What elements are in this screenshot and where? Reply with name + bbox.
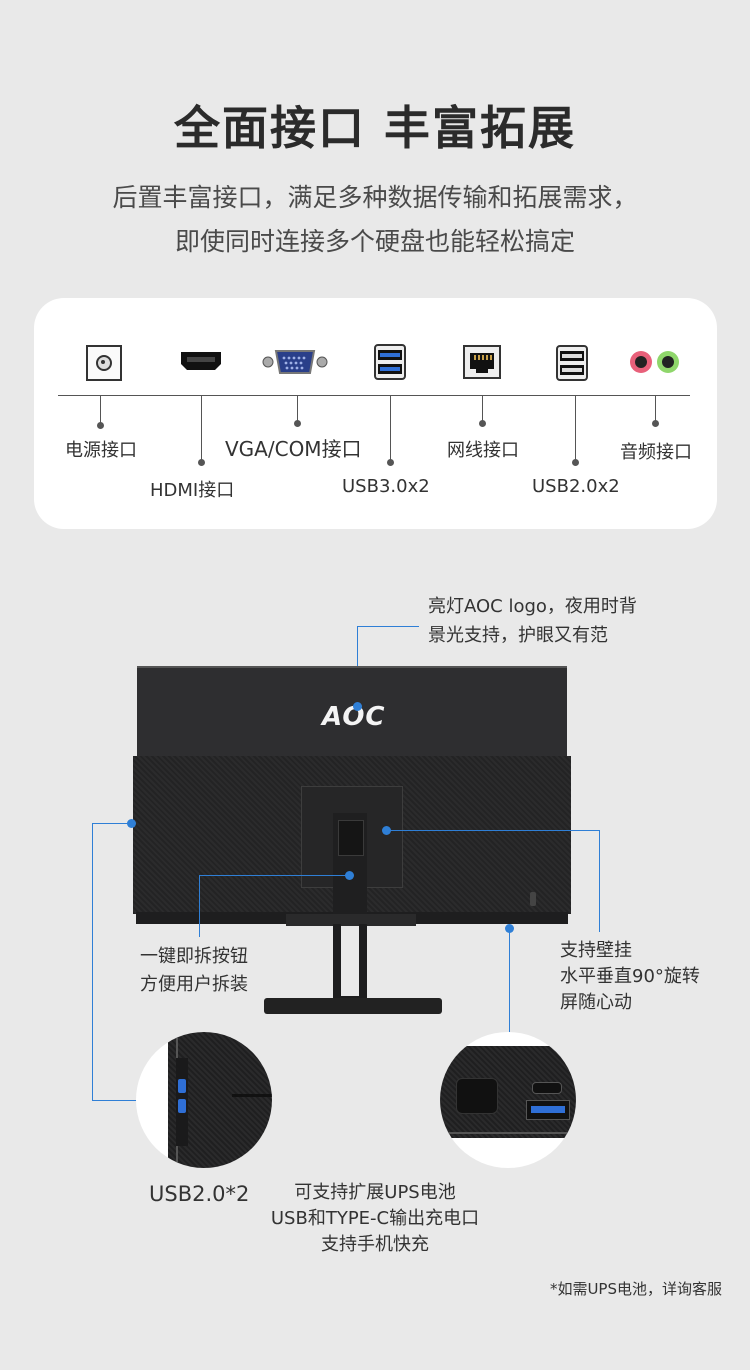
ports-divider bbox=[58, 395, 690, 396]
logo-callout-dot bbox=[353, 702, 362, 711]
side-usb-callout-dot bbox=[127, 819, 136, 828]
port-label-vga: VGA/COM接口 bbox=[225, 437, 362, 461]
usb3-leader bbox=[390, 395, 391, 463]
audio-port-icon bbox=[630, 351, 679, 373]
power-port-icon bbox=[86, 345, 122, 381]
audio-leader-dot bbox=[652, 420, 659, 427]
side-usb-label: USB2.0*2 bbox=[149, 1182, 250, 1206]
ups-callout-line-3: 支持手机快充 bbox=[321, 1234, 429, 1255]
stand-leg-left bbox=[333, 924, 341, 1002]
stand-leg-right bbox=[359, 924, 367, 1002]
stand-hinge bbox=[338, 820, 364, 856]
button-callout-line-1: 一键即拆按钮 bbox=[140, 946, 248, 967]
ups-usb-port bbox=[526, 1100, 570, 1120]
side-usb-leader-v bbox=[92, 823, 93, 1101]
mount-callout-line-3: 屏随心动 bbox=[560, 992, 632, 1013]
side-usb-leader-bottom bbox=[92, 1100, 138, 1101]
ethernet-leader bbox=[482, 395, 483, 423]
mount-callout-leader-v bbox=[599, 830, 600, 932]
hdmi-leader bbox=[201, 395, 202, 463]
button-callout-leader-v bbox=[199, 875, 200, 937]
port-label-audio: 音频接口 bbox=[620, 442, 692, 463]
ups-callout-leader bbox=[509, 928, 510, 1032]
vga-leader bbox=[297, 395, 298, 423]
button-callout-leader-h bbox=[199, 875, 349, 876]
ups-callout-line-1: 可支持扩展UPS电池 bbox=[294, 1182, 456, 1203]
hdmi-leader-dot bbox=[198, 459, 205, 466]
vga-port-icon bbox=[262, 350, 328, 374]
port-label-usb3: USB3.0x2 bbox=[342, 476, 430, 497]
page-title: 全面接口 丰富拓展 bbox=[173, 101, 576, 155]
hdmi-port-icon bbox=[181, 352, 221, 370]
footnote: *如需UPS电池，详询客服 bbox=[549, 1280, 722, 1298]
ethernet-port-icon bbox=[463, 345, 501, 379]
logo-callout-line-2: 景光支持，护眼又有范 bbox=[428, 625, 608, 646]
vga-leader-dot bbox=[294, 420, 301, 427]
side-usb-port-1 bbox=[178, 1079, 186, 1093]
power-leader bbox=[100, 395, 101, 425]
ups-callout-line-2: USB和TYPE-C输出充电口 bbox=[270, 1208, 480, 1229]
usb3-port-icon bbox=[374, 344, 406, 380]
mount-callout-line-2: 水平垂直90°旋转 bbox=[560, 966, 700, 987]
port-label-power: 电源接口 bbox=[65, 440, 137, 461]
usb3-leader-dot bbox=[387, 459, 394, 466]
type-c-port bbox=[532, 1082, 562, 1094]
monitor-top-panel bbox=[137, 666, 567, 760]
logo-callout-line-1: 亮灯AOC logo，夜用时背 bbox=[428, 596, 637, 617]
usb2-leader bbox=[575, 395, 576, 463]
logo-callout-leader-h bbox=[357, 626, 419, 627]
side-usb-port-2 bbox=[178, 1099, 186, 1113]
mount-callout-line-1: 支持壁挂 bbox=[560, 940, 632, 961]
audio-leader bbox=[655, 395, 656, 423]
side-usb-leader-top bbox=[92, 823, 128, 824]
ups-port-zoom bbox=[440, 1032, 576, 1168]
side-usb-zoom bbox=[136, 1032, 272, 1168]
port-label-hdmi: HDMI接口 bbox=[150, 480, 235, 501]
ports-card bbox=[34, 298, 717, 529]
button-callout-line-2: 方便用户拆装 bbox=[140, 974, 248, 995]
button-callout-dot bbox=[345, 871, 354, 880]
port-label-ethernet: 网线接口 bbox=[447, 440, 519, 461]
port-label-usb2: USB2.0x2 bbox=[532, 476, 620, 497]
ethernet-leader-dot bbox=[479, 420, 486, 427]
usb2-leader-dot bbox=[572, 459, 579, 466]
usb2-port-icon bbox=[556, 345, 588, 381]
stand-collar bbox=[286, 914, 416, 926]
lock-slot bbox=[530, 892, 536, 906]
subtitle-line-2: 即使同时连接多个硬盘也能轻松搞定 bbox=[174, 227, 575, 256]
power-leader-dot bbox=[97, 422, 104, 429]
stand-base bbox=[264, 998, 442, 1014]
subtitle-line-1: 后置丰富接口，满足多种数据传输和拓展需求， bbox=[112, 183, 638, 212]
mount-callout-leader-h bbox=[386, 830, 600, 831]
